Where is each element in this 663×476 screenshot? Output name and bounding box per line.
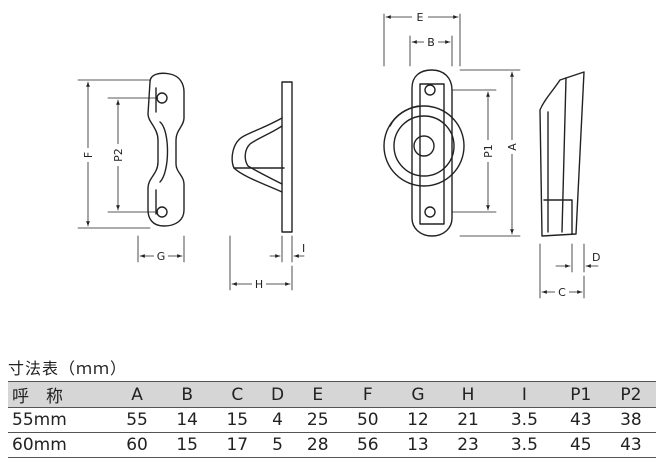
table-cell: 60mm [8, 432, 112, 458]
header-cell: 呼 称 [8, 381, 112, 408]
header-cell: G [392, 381, 443, 408]
table-cell: 15 [162, 432, 213, 458]
table-cell: 5 [262, 432, 293, 458]
table-cell: 21 [442, 407, 494, 433]
table-cell: 43 [605, 432, 656, 458]
header-cell: C [212, 381, 263, 408]
header-cell: I [493, 381, 556, 408]
table-header-row: 呼 称 A B C D E F G H I P1 P2 [8, 381, 656, 408]
table-cell: 13 [392, 432, 443, 458]
header-cell: A [112, 381, 163, 408]
table-title: 寸法表（ｍｍ） [8, 359, 128, 378]
table-cell: 56 [342, 432, 393, 458]
table-cell: 17 [212, 432, 263, 458]
dim-label-C: C [558, 286, 566, 299]
table-cell: 50 [342, 407, 393, 433]
table-cell: 15 [212, 407, 263, 433]
dimension-table: 呼 称 A B C D E F G H I P1 P2 55mm 55 14 1… [8, 381, 656, 458]
table-cell: 3.5 [493, 432, 556, 458]
dim-label-A: A [506, 143, 519, 151]
table-cell: 45 [555, 432, 606, 458]
dim-label-F: F [82, 152, 95, 158]
table-cell: 28 [292, 432, 343, 458]
receiver-front-view [147, 72, 185, 227]
header-cell: H [442, 381, 494, 408]
table-cell: 12 [392, 407, 443, 433]
table-cell: 14 [162, 407, 213, 433]
table-cell: 55mm [8, 407, 112, 433]
table-cell: 55 [112, 407, 163, 433]
table-row: 60mm 60 15 17 5 28 56 13 23 3.5 45 43 [8, 432, 656, 458]
header-cell: F [342, 381, 393, 408]
receiver-side-view [231, 81, 293, 233]
dim-label-H: H [255, 278, 263, 291]
dim-label-D: D [592, 251, 600, 264]
technical-drawing: E B F P2 P1 A G I H D C [77, 10, 600, 299]
table-cell: 4 [262, 407, 293, 433]
table-cell: 3.5 [493, 407, 556, 433]
table-row: 55mm 55 14 15 4 25 50 12 21 3.5 43 38 [8, 407, 656, 433]
header-cell: B [162, 381, 213, 408]
header-cell: E [292, 381, 343, 408]
latch-side-view [539, 71, 585, 237]
table-cell: 38 [605, 407, 656, 433]
latch-front-view [383, 69, 465, 237]
dim-label-I: I [302, 242, 305, 255]
dim-label-P1: P1 [482, 144, 495, 158]
table-cell: 60 [112, 432, 163, 458]
header-cell: P2 [605, 381, 656, 408]
table-cell: 43 [555, 407, 606, 433]
header-cell: D [262, 381, 293, 408]
table-cell: 23 [442, 432, 494, 458]
dim-label-G: G [157, 250, 166, 263]
dim-label-B: B [427, 36, 435, 49]
header-cell: P1 [555, 381, 606, 408]
table-cell: 25 [292, 407, 343, 433]
dim-label-E: E [417, 11, 424, 24]
dim-label-P2: P2 [112, 148, 125, 162]
